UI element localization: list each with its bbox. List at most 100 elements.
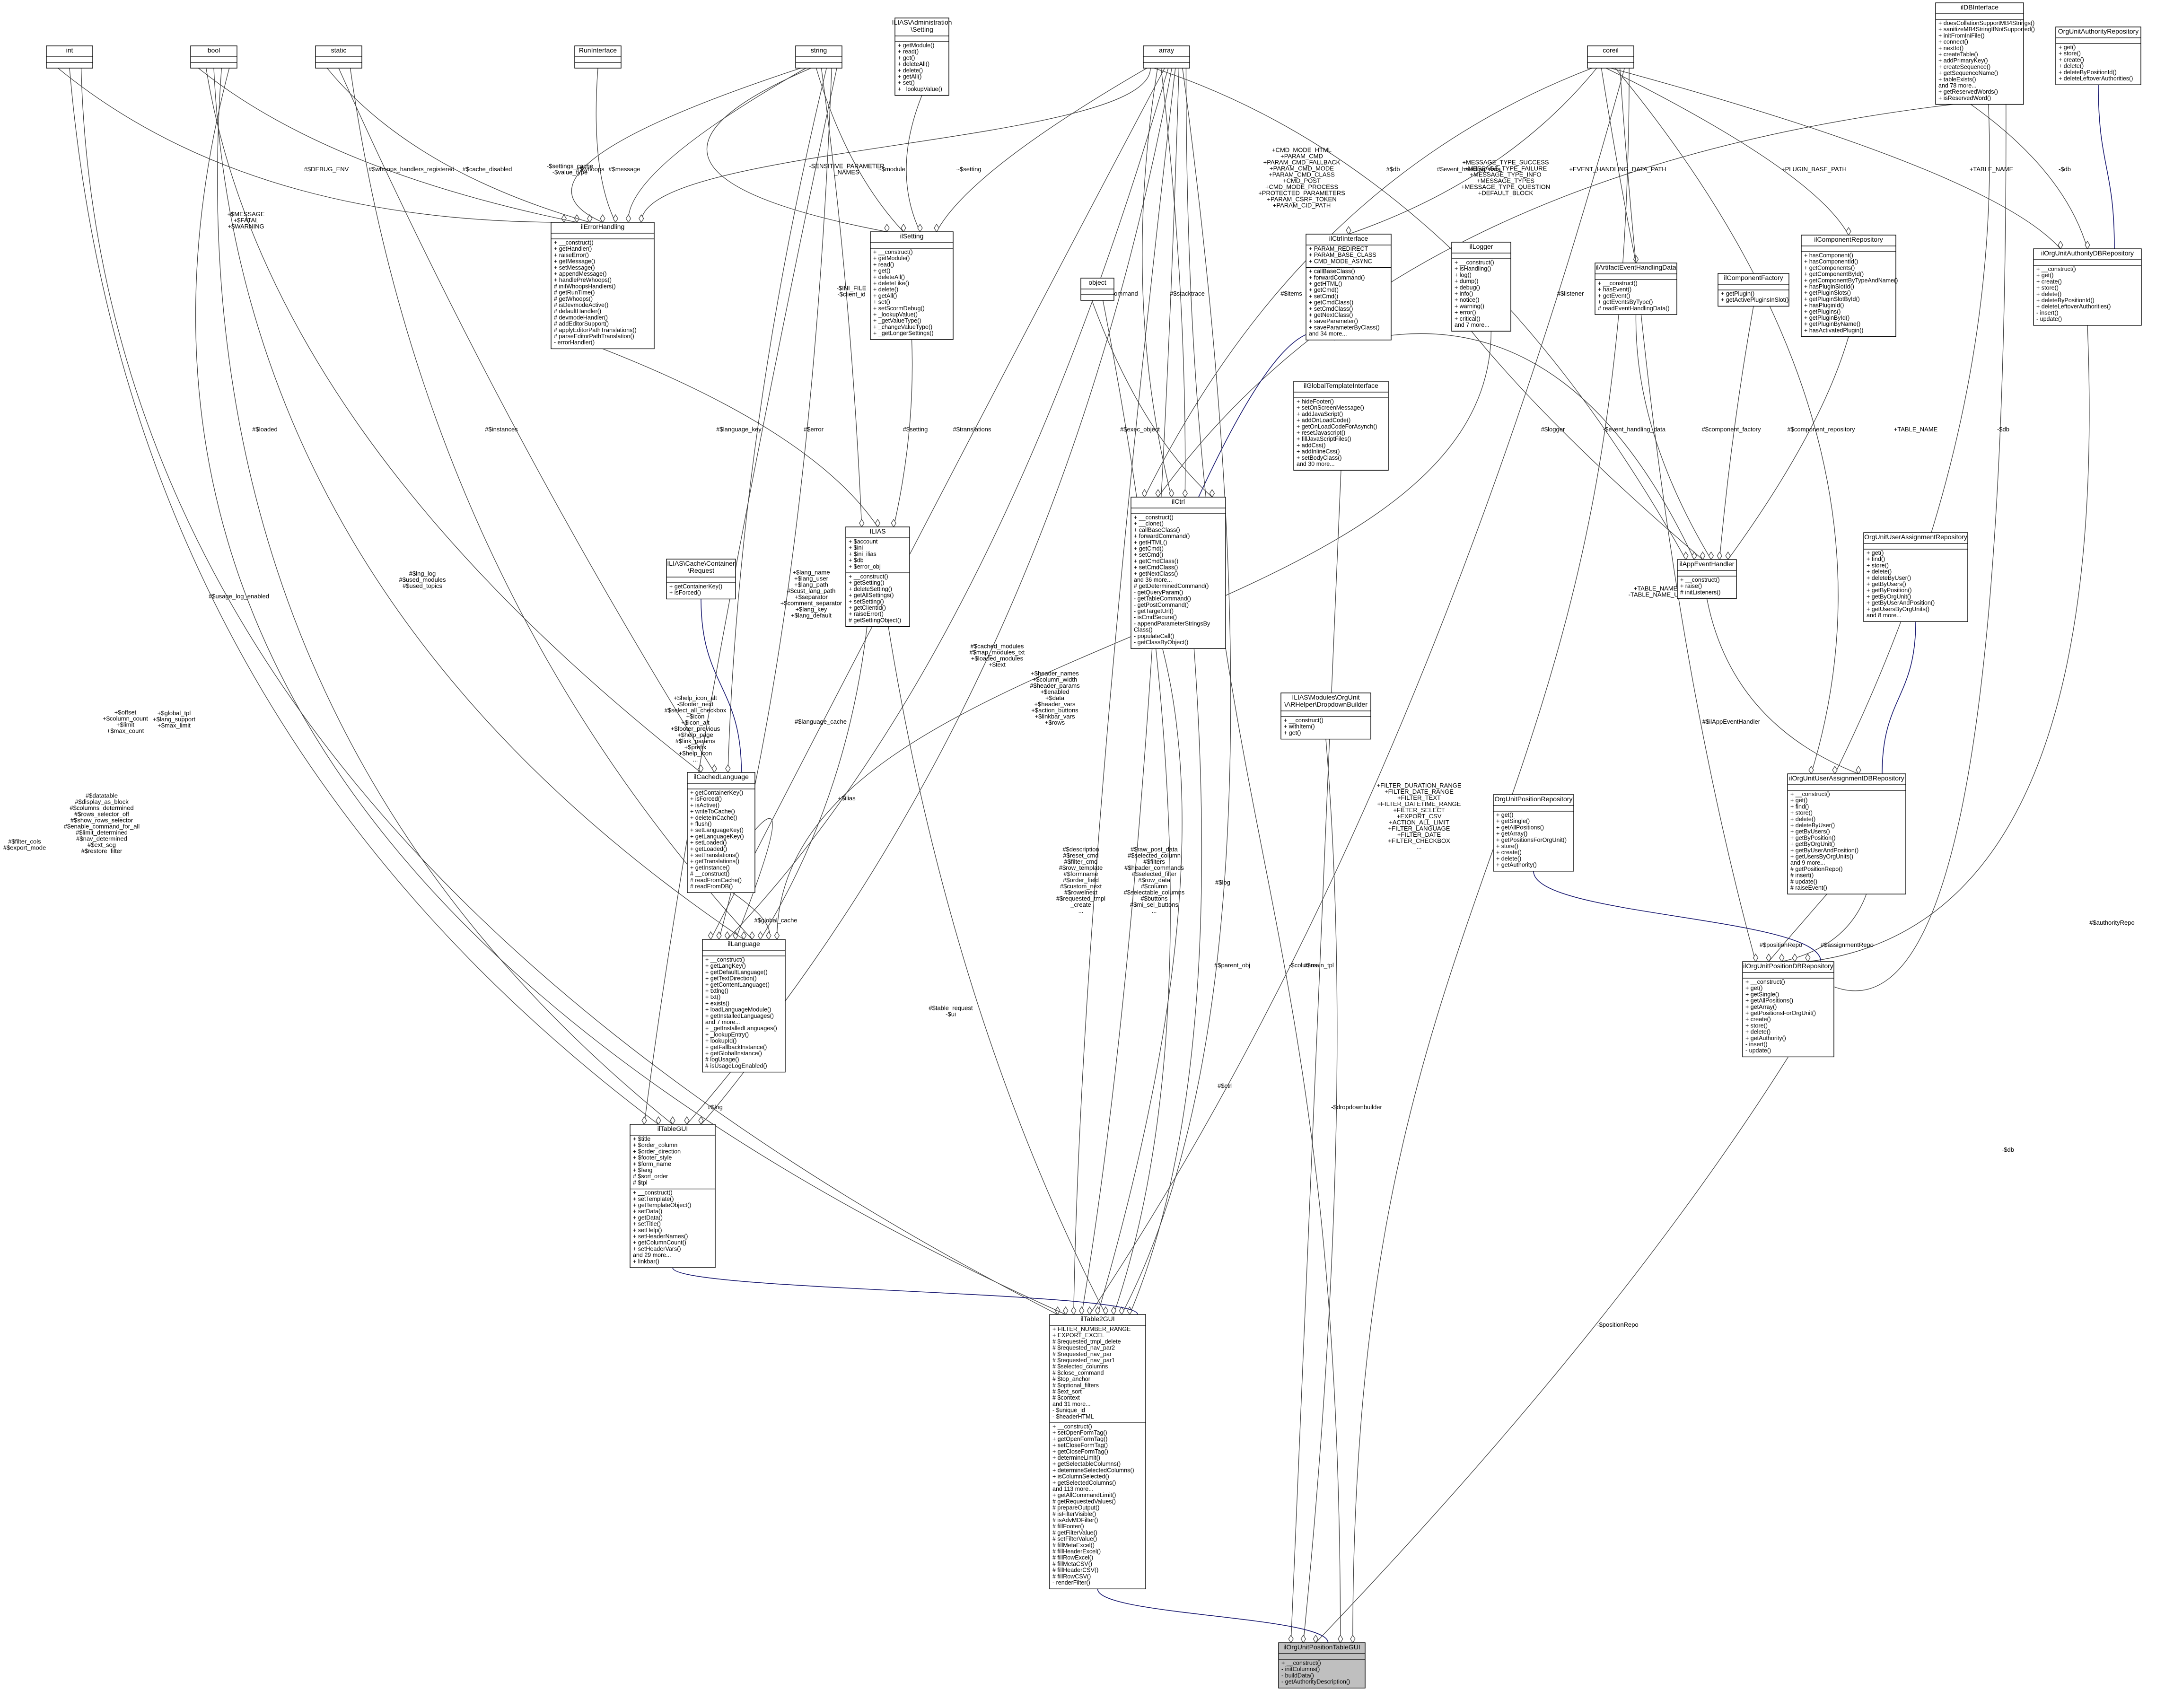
class-box xyxy=(1595,263,1677,315)
edge-label-db_pos: -$db xyxy=(2002,1146,2014,1153)
class-name: ilArtifactEventHandlingData xyxy=(1595,263,1676,271)
edge-label-comp_factory: #$component_factory xyxy=(1701,426,1761,433)
operation: # getWhoops() xyxy=(554,296,593,302)
class-runinterface[interactable]: RunInterface xyxy=(574,45,622,69)
edge-label-plugin_base_path: +PLUGIN_BASE_PATH xyxy=(1781,166,1847,173)
class-ilcachedlanguage[interactable]: ilCachedLanguage+ getContainerKey()+ isF… xyxy=(687,772,755,893)
class-orgunitpositionrepository[interactable]: OrgUnitPositionRepository+ get()+ getSin… xyxy=(1493,794,1574,872)
edge-label-line: #$formname xyxy=(1064,870,1098,877)
operation: + __construct() xyxy=(1598,280,1638,287)
class-string[interactable]: string xyxy=(795,45,842,69)
edge-label-settings_cache: -$settings_cache-$value_type xyxy=(547,163,593,176)
class-ilorgunitpositiontablegui[interactable]: ilOrgUnitPositionTableGUI+ __construct()… xyxy=(1278,1642,1366,1689)
usage-edge xyxy=(1781,893,1867,962)
operation: + __construct() xyxy=(2036,266,2076,272)
operation: - initColumns() xyxy=(1281,1666,1320,1673)
operation: + getData() xyxy=(633,1214,663,1221)
class-static[interactable]: static xyxy=(315,45,362,69)
operation: # devmodeHandler() xyxy=(554,314,608,321)
class-ilappeventhandler[interactable]: ilAppEventHandler+ __construct()+ raise(… xyxy=(1677,559,1737,599)
class-box xyxy=(1935,2,2024,105)
edge-label-usage_log: #$usage_log_enabled xyxy=(209,593,269,600)
usage-edge xyxy=(628,68,806,223)
class-ilerrorhandling[interactable]: ilErrorHandling+ __construct()+ getHandl… xyxy=(551,222,655,350)
class-dropdownbuilder[interactable]: ILIAS\Modules\OrgUnit\ARHelper\DropdownB… xyxy=(1280,692,1371,740)
attribute: # $context xyxy=(1052,1394,1080,1401)
inheritance-edge xyxy=(2098,85,2115,249)
attribute: + $order_direction xyxy=(633,1148,681,1155)
class-name: ilCtrlInterface xyxy=(1329,235,1368,242)
edge-label-line: +PROTECTED_PARAMETERS xyxy=(1258,190,1345,197)
edge-label-line: #$rows_selector_off xyxy=(74,811,129,818)
class-ilorgunitpositiondbrepository[interactable]: ilOrgUnitPositionDBRepository+ __constru… xyxy=(1742,961,1834,1058)
edge-label-line: +FILTER_CHECKBOX xyxy=(1388,837,1450,844)
class-iliascachecontainerrequest[interactable]: ILIAS\Cache\Container\Request+ getContai… xyxy=(666,559,736,600)
class-ilglobaltemplateinterface[interactable]: ilGlobalTemplateInterface+ hideFooter()+… xyxy=(1293,381,1389,471)
edge-label-line: _NAMES xyxy=(833,169,859,176)
class-box xyxy=(1049,1314,1146,1589)
class-object[interactable]: object xyxy=(1080,278,1114,301)
operation: # parseEditorPathTranslation() xyxy=(554,333,634,340)
class-ilorgunitauthoritydbrepository[interactable]: ilOrgUnitAuthorityDBRepository+ __constr… xyxy=(2033,248,2142,326)
class-iliassetting[interactable]: ILIAS\Administration\Setting+ getModule(… xyxy=(892,18,952,96)
class-orgunitauthorityrepository[interactable]: OrgUnitAuthorityRepository+ get()+ store… xyxy=(2055,26,2141,85)
class-ilorgunituserassignmentrepository[interactable]: OrgUnitUserAssignmentRepository+ get()+ … xyxy=(1863,532,1968,622)
attribute: + $form_name xyxy=(633,1161,671,1167)
operation: + delete() xyxy=(1496,855,1521,862)
class-iltablegui[interactable]: ilTableGUI+ $title+ $order_column+ $orde… xyxy=(630,1124,716,1268)
operation: + getByUserAndPosition() xyxy=(1790,847,1858,854)
operation: + setOpenFormTag() xyxy=(1052,1429,1107,1436)
aggregation-diamond xyxy=(1063,1306,1069,1315)
edge-label-run_errhandling: #$whoops xyxy=(576,166,605,173)
operation: + setTitle() xyxy=(633,1221,661,1227)
aggregation-diamond xyxy=(934,223,939,233)
edge-label-line: #$rowelnext xyxy=(1064,889,1097,896)
class-bool[interactable]: bool xyxy=(190,45,237,69)
edge-label-language_cache: #$language_cache xyxy=(795,718,847,725)
edge-label-header_names: +$header_names+$column_width#$header_par… xyxy=(1030,670,1080,726)
usage-edge xyxy=(1971,104,2088,249)
class-ilcomponentrepository[interactable]: ilComponentRepository+ hasComponent()+ h… xyxy=(1801,235,1898,337)
edge-label-line: +$icon_alt xyxy=(681,719,710,726)
class-ilorgunituserassignmentdbrepository[interactable]: ilOrgUnitUserAssignmentDBRepository+ __c… xyxy=(1787,773,1906,894)
operation: + getAllPositions() xyxy=(1496,824,1544,831)
class-array[interactable]: array xyxy=(1143,45,1190,69)
operation: + getClientId() xyxy=(849,604,886,611)
class-ilartifacteventhandlingdata[interactable]: ilArtifactEventHandlingData + __construct… xyxy=(1595,263,1677,315)
operation: + setSetting() xyxy=(849,598,884,605)
operation: + getCmd() xyxy=(1134,545,1164,552)
class-ilctrlinterface[interactable]: ilCtrlInterface+ PARAM_REDIRECT+ PARAM_B… xyxy=(1306,234,1392,341)
class-ilcomponentfactory[interactable]: ilComponentFactory+ getPlugin()+ getActi… xyxy=(1718,273,1789,307)
operation: + getComponentByTypeAndName() xyxy=(1804,277,1898,284)
class-ildbinterface[interactable]: ilDBInterface+ doesCollationSupportMB4St… xyxy=(1935,2,2035,105)
operation: # getDeterminedCommand() xyxy=(1134,583,1209,589)
operation: + raiseError() xyxy=(849,611,884,617)
edge-label-line: +$rows xyxy=(1045,719,1065,726)
edge-label-line: +$global_tpl xyxy=(158,709,191,717)
class-ilias[interactable]: ILIAS+ $account+ $ini+ $ini_ilias+ $db+ … xyxy=(845,526,910,627)
edge-label-line: +$lang_key xyxy=(796,606,827,613)
edge-label-log: #$log xyxy=(1215,879,1230,886)
class-iltable2gui[interactable]: ilTable2GUI+ FILTER_NUMBER_RANGE+ EXPORT… xyxy=(1049,1314,1146,1589)
class-name: ilGlobalTemplateInterface xyxy=(1304,382,1378,389)
class-illanguage[interactable]: ilLanguage+ __construct()+ getLangKey()+… xyxy=(702,939,786,1073)
class-name: ilComponentFactory xyxy=(1724,274,1783,281)
edge-label-line: +$prefix xyxy=(684,744,707,751)
class-illogger[interactable]: ilLogger+ __construct()+ isHandling()+ l… xyxy=(1451,242,1511,332)
class-box xyxy=(1863,532,1968,622)
class-coreil[interactable]: coreil xyxy=(1587,45,1634,69)
edge-label-string_errhandling: #$cache_disabled xyxy=(463,166,512,173)
class-ilctrl[interactable]: ilCtrl+ __construct()+ __clone()+ callBa… xyxy=(1131,497,1226,649)
edge-label-line: -$ui xyxy=(946,1011,956,1018)
class-box xyxy=(1280,692,1371,740)
aggregation-diamond xyxy=(1209,489,1215,498)
operation: # logUsage() xyxy=(705,1056,739,1063)
edge-label-line: -$positionRepo xyxy=(1597,1321,1638,1328)
class-ilsetting[interactable]: ilSetting+ __construct()+ getModule()+ r… xyxy=(870,231,954,340)
edge-label-line: #$error xyxy=(804,426,824,433)
edge-label-line: +MESSAGE_TYPE_FAILURE xyxy=(1464,165,1547,172)
operation: + getByUserAndPosition() xyxy=(1867,600,1935,606)
class-int[interactable]: int xyxy=(46,45,93,69)
edge-label-line: #$usage_log_enabled xyxy=(209,593,269,600)
operation: + getTemplateObject() xyxy=(633,1202,691,1209)
